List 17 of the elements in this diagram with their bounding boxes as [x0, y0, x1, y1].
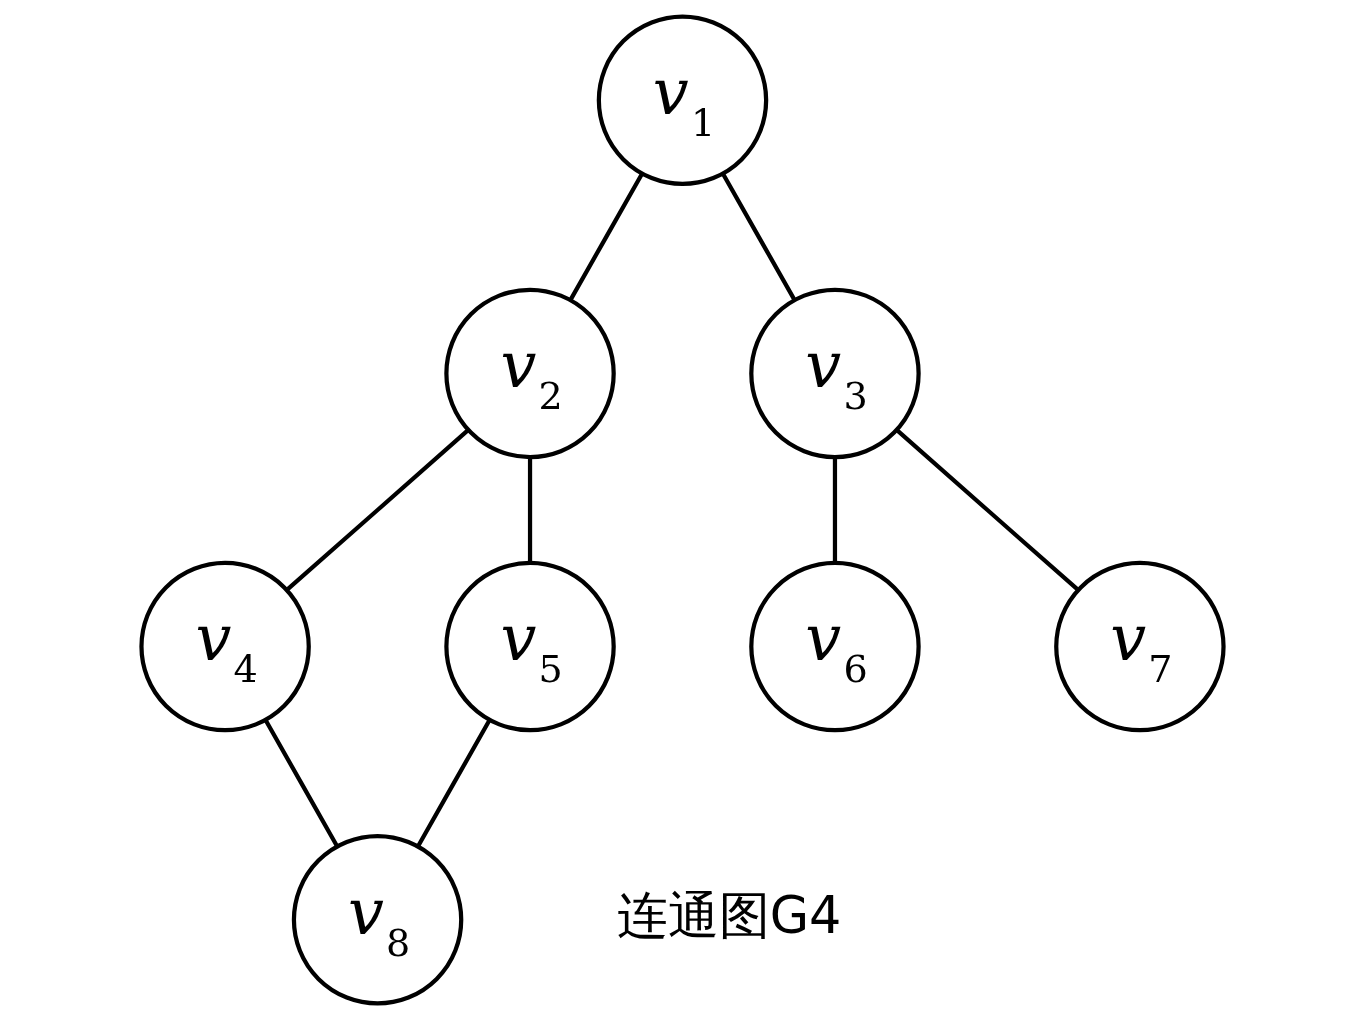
connector: [285, 428, 470, 591]
connector: [720, 172, 796, 301]
node-circle: v$_{5}$: [443, 560, 616, 733]
connector: [568, 172, 644, 301]
connector: [263, 719, 339, 847]
node-circle: v$_{4}$: [138, 560, 311, 733]
connector: [415, 719, 491, 847]
label: 连通图G4: [616, 885, 841, 945]
node-circle: v$_{7}$: [1053, 560, 1226, 733]
connector: [527, 457, 532, 563]
node-circle: v$_{2}$: [443, 287, 616, 460]
node-circle: v$_{3}$: [748, 287, 921, 460]
node-circle: v$_{6}$: [748, 560, 921, 733]
node-circle: v$_{8}$: [291, 834, 463, 1006]
connector: [832, 457, 837, 563]
connector: [894, 428, 1079, 591]
node-circle: v$_{1}$: [596, 14, 768, 186]
